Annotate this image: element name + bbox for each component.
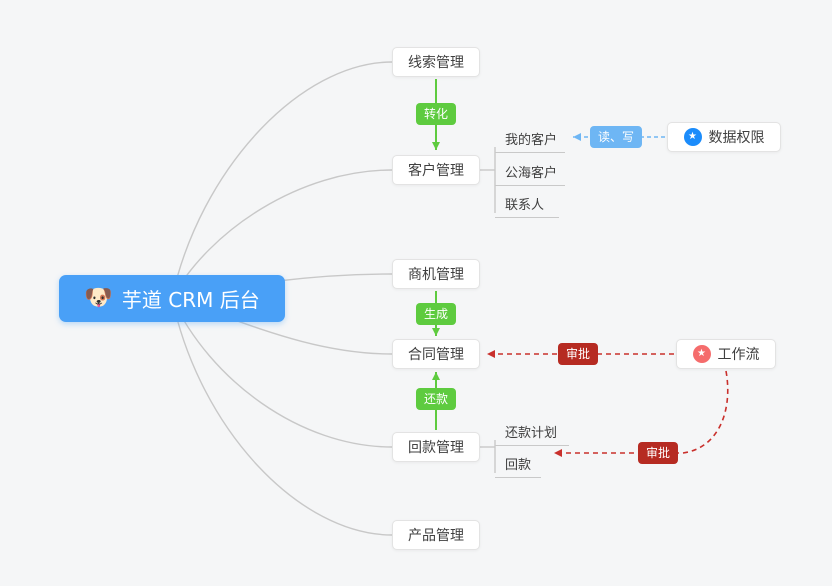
- node-product-label: 产品管理: [408, 528, 464, 544]
- badge-read-write[interactable]: 读、写: [589, 126, 643, 148]
- node-workflow[interactable]: ★ 工作流: [676, 339, 776, 369]
- node-business-opportunity-management[interactable]: 商机管理: [392, 259, 480, 289]
- badge-generate[interactable]: 生成: [415, 303, 457, 325]
- node-data-permission-label: 数据权限: [708, 130, 765, 146]
- root-node-crm-backend[interactable]: 🐶 芋道 CRM 后台: [59, 275, 285, 322]
- subitem-public-sea-customer-label: 公海客户: [505, 166, 558, 181]
- badge-approve-contract[interactable]: 审批: [557, 343, 599, 365]
- node-data-permission[interactable]: ★ 数据权限: [667, 122, 781, 152]
- node-workflow-label: 工作流: [717, 347, 760, 363]
- node-customer-label: 客户管理: [408, 163, 464, 179]
- subitem-repayment-label: 回款: [505, 458, 532, 473]
- badge-approve-receivable[interactable]: 审批: [637, 442, 679, 464]
- subitem-my-customer[interactable]: 我的客户: [495, 126, 565, 153]
- node-receivable-label: 回款管理: [408, 440, 464, 456]
- subitem-public-sea-customer[interactable]: 公海客户: [495, 159, 565, 186]
- subitem-contact[interactable]: 联系人: [495, 191, 559, 218]
- workflow-star-icon: ★: [692, 345, 711, 363]
- node-contract-management[interactable]: 合同管理: [392, 339, 480, 369]
- node-contract-label: 合同管理: [408, 347, 464, 363]
- subitem-my-customer-label: 我的客户: [505, 133, 558, 148]
- subitem-repayment-plan-label: 还款计划: [505, 426, 558, 441]
- badge-repay[interactable]: 还款: [415, 388, 457, 410]
- node-business-label: 商机管理: [408, 267, 464, 283]
- badge-convert[interactable]: 转化: [415, 103, 457, 125]
- root-node-label: 芋道 CRM 后台: [121, 288, 260, 312]
- data-permission-star-icon: ★: [683, 128, 702, 146]
- subitem-repayment[interactable]: 回款: [495, 451, 541, 478]
- node-product-management[interactable]: 产品管理: [392, 520, 480, 550]
- node-leads-label: 线索管理: [408, 55, 464, 71]
- node-receivable-management[interactable]: 回款管理: [392, 432, 480, 462]
- dog-emoji-icon: 🐶: [84, 285, 113, 311]
- node-customer-management[interactable]: 客户管理: [392, 155, 480, 185]
- subitem-repayment-plan[interactable]: 还款计划: [495, 419, 569, 446]
- subitem-contact-label: 联系人: [505, 198, 545, 213]
- node-leads-management[interactable]: 线索管理: [392, 47, 480, 77]
